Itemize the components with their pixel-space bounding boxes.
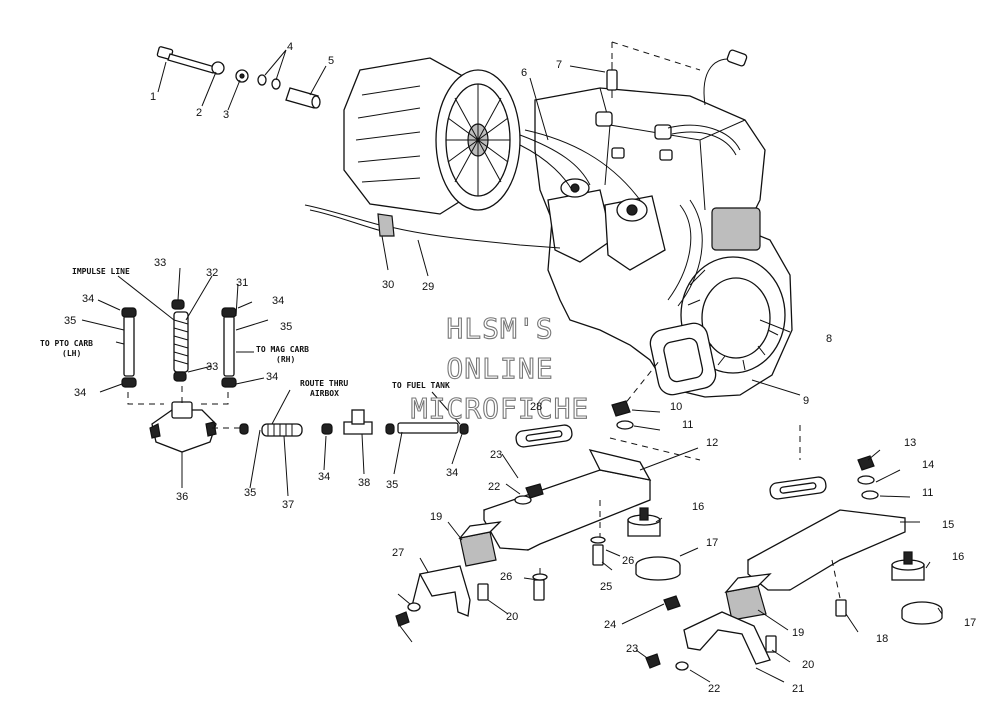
callout-number: 19 [792, 627, 804, 639]
callout-number: 15 [942, 519, 954, 531]
route-thru-note: ROUTE THRU [300, 379, 348, 388]
impulse-line-note: IMPULSE LINE [72, 267, 130, 276]
callout-number: 5 [328, 55, 334, 67]
watermark-line-1: HLSM'S [446, 312, 553, 345]
carburetors [547, 178, 666, 271]
watermark-line-2: ONLINE [446, 352, 553, 385]
callout-number: 20 [506, 611, 518, 623]
callout-number: 18 [876, 633, 888, 645]
engine-mount-left [483, 424, 652, 551]
clutch-bolt-hardware [156, 46, 321, 109]
callout-number: 22 [488, 481, 500, 493]
to-pto-carb-note-lh: (LH) [62, 349, 81, 358]
callout-number: 22 [708, 683, 720, 695]
callout-number: 4 [287, 41, 293, 53]
callout-number: 13 [904, 437, 916, 449]
callout-number: 34 [318, 471, 330, 483]
cable-clamp [377, 213, 395, 237]
fuel-system [115, 275, 469, 453]
leader-lines [81, 49, 943, 683]
callout-number: 6 [521, 67, 527, 79]
callout-number: 35 [386, 479, 398, 491]
to-mag-carb-note-rh: (RH) [276, 355, 295, 364]
callout-number: 33 [206, 361, 218, 373]
callout-number: 34 [446, 467, 458, 479]
callout-number: 23 [626, 643, 638, 655]
callout-number: 23 [490, 449, 502, 461]
callout-number: 17 [964, 617, 976, 629]
callout-number: 10 [670, 401, 682, 413]
drive-clutch [343, 57, 521, 215]
callout-number: 19 [430, 511, 442, 523]
callout-number: 33 [154, 257, 166, 269]
callout-number: 35 [244, 487, 256, 499]
callout-number: 34 [266, 371, 278, 383]
watermark-line-3: MICROFICHE [411, 392, 590, 425]
to-pto-carb-note: TO PTO CARB [40, 339, 93, 348]
callout-number: 2 [196, 107, 202, 119]
callout-number: 24 [604, 619, 616, 631]
callout-numbers: 1 2 3 4 5 6 7 8 9 10 11 11 12 13 14 15 1… [64, 41, 976, 695]
to-fuel-tank-note: TO FUEL TANK [392, 381, 450, 390]
callout-number: 7 [556, 59, 562, 71]
callout-number: 36 [176, 491, 188, 503]
to-mag-carb-note: TO MAG CARB [256, 345, 309, 354]
callout-number: 30 [382, 279, 394, 291]
callout-number: 16 [692, 501, 704, 513]
callout-number: 11 [682, 419, 693, 431]
callout-number: 14 [922, 459, 934, 471]
callout-number: 32 [206, 267, 218, 279]
callout-number: 29 [422, 281, 434, 293]
diagram-notes: IMPULSE LINE TO PTO CARB (LH) TO MAG CAR… [40, 267, 450, 398]
callout-number: 9 [803, 395, 809, 407]
callout-number: 1 [150, 91, 156, 103]
callout-number: 31 [236, 277, 248, 289]
callout-number: 3 [223, 109, 229, 121]
callout-number: 28 [530, 401, 542, 413]
callout-number: 20 [802, 659, 814, 671]
callout-number: 26 [622, 555, 634, 567]
airbox-note: AIRBOX [310, 389, 339, 398]
engine-mount-right [747, 476, 906, 591]
callout-number: 25 [600, 581, 612, 593]
callout-number: 21 [792, 683, 804, 695]
callout-number: 37 [282, 499, 294, 511]
callout-number: 11 [922, 487, 933, 499]
callout-number: 34 [272, 295, 284, 307]
callout-number: 34 [74, 387, 86, 399]
callout-number: 17 [706, 537, 718, 549]
callout-number: 34 [82, 293, 94, 305]
watermark: HLSM'S ONLINE MICROFICHE [410, 311, 590, 425]
callout-number: 16 [952, 551, 964, 563]
callout-number: 27 [392, 547, 404, 559]
callout-number: 12 [706, 437, 718, 449]
callout-number: 26 [500, 571, 512, 583]
callout-number: 35 [64, 315, 76, 327]
ignition-coil [711, 207, 761, 251]
callout-number: 38 [358, 477, 370, 489]
callout-number: 8 [826, 333, 832, 345]
callout-number: 35 [280, 321, 292, 333]
